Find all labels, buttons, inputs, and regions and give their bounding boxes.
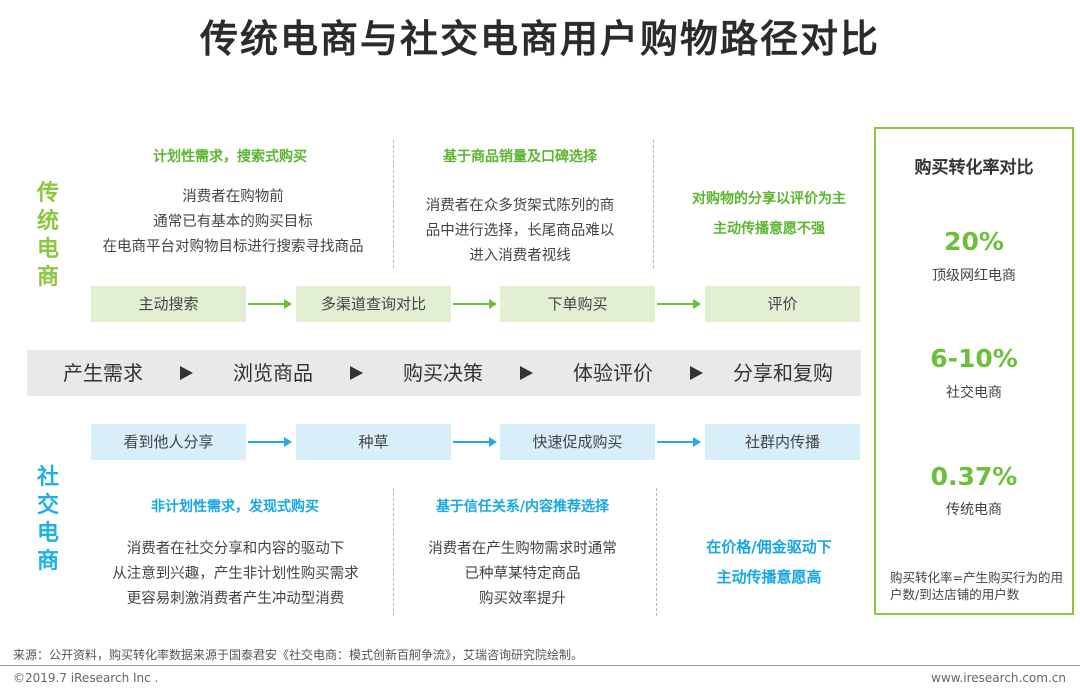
step-review: 评价 — [705, 286, 860, 322]
stage-share-repurchase: 分享和复购 — [733, 361, 833, 385]
stage-generate-need: 产生需求 — [63, 361, 143, 385]
copyright-text: ©2019.7 iResearch Inc . — [13, 671, 159, 685]
social-ecommerce-label: 社 交 电 商 — [36, 465, 59, 574]
rate-traditional-ecommerce-label: 传统电商 — [946, 502, 1002, 518]
social-col1-heading: 非计划性需求，发现式购买 — [151, 499, 319, 515]
arrow-icon — [657, 299, 701, 309]
footer-divider — [0, 665, 1080, 666]
traditional-col1-desc: 消费者在购物前 通常已有基本的购买目标 在电商平台对购物目标进行搜索寻找商品 — [102, 189, 364, 255]
step-place-order: 下单购买 — [500, 286, 655, 322]
step-community-spread: 社群内传播 — [705, 424, 860, 460]
step-see-others-share: 看到他人分享 — [91, 424, 246, 460]
shopping-stage-bar: 产生需求 浏览商品 购买决策 体验评价 分享和复购 — [27, 350, 861, 396]
social-divider-2 — [656, 488, 657, 616]
traditional-col2-desc: 消费者在众多货架式陈列的商 品中进行选择，长尾商品难以 进入消费者视线 — [425, 198, 615, 264]
rate-traditional-ecommerce: 0.37% — [930, 462, 1018, 491]
social-col2-desc: 消费者在产生购物需求时通常 已种草某特定商品 购买效率提升 — [428, 541, 617, 607]
traditional-col1-heading: 计划性需求，搜索式购买 — [153, 149, 307, 165]
rate-top-influencer: 20% — [944, 227, 1004, 256]
traditional-divider-1 — [393, 140, 394, 268]
social-col3-heading: 在价格/佣金驱动下 主动传播意愿高 — [706, 538, 832, 586]
social-col2-heading: 基于信任关系/内容推荐选择 — [435, 499, 610, 515]
traditional-col2-heading: 基于商品销量及口碑选择 — [443, 149, 597, 165]
conversion-rate-panel: 购买转化率对比 20% 顶级网红电商 6-10% 社交电商 0.37% 传统电商… — [874, 127, 1074, 615]
traditional-col3-heading: 对购物的分享以评价为主 主动传播意愿不强 — [692, 191, 846, 237]
social-divider-1 — [393, 488, 394, 616]
stage-browse-products: 浏览商品 — [233, 361, 313, 385]
page-title: 传统电商与社交电商用户购物路径对比 — [199, 17, 880, 61]
step-seeding: 种草 — [296, 424, 451, 460]
conversion-panel-title: 购买转化率对比 — [914, 158, 1034, 178]
social-col1-desc: 消费者在社交分享和内容的驱动下 从注意到兴趣，产生非计划性购买需求 更容易刺激消… — [112, 541, 359, 607]
source-note: 来源：公开资料，购买转化率数据来源于国泰君安《社交电商：模式创新百舸争流》，艾瑞… — [13, 648, 584, 662]
arrow-icon — [248, 299, 292, 309]
triangle-arrow-icon — [180, 366, 193, 380]
rate-top-influencer-label: 顶级网红电商 — [932, 268, 1016, 284]
stage-purchase-decision: 购买决策 — [403, 361, 483, 385]
triangle-arrow-icon — [350, 366, 363, 380]
conversion-definition-note: 购买转化率=产生购买行为的用户数/到达店铺的用户数 — [890, 570, 1063, 602]
arrow-icon — [248, 437, 292, 447]
arrow-icon — [453, 437, 497, 447]
arrow-icon — [453, 299, 497, 309]
step-active-search: 主动搜索 — [91, 286, 246, 322]
triangle-arrow-icon — [520, 366, 533, 380]
traditional-divider-2 — [653, 140, 654, 268]
arrow-icon — [657, 437, 701, 447]
rate-social-ecommerce: 6-10% — [930, 344, 1018, 373]
rate-social-ecommerce-label: 社交电商 — [946, 385, 1002, 401]
stage-experience-review: 体验评价 — [573, 361, 653, 385]
website-link[interactable]: www.iresearch.com.cn — [931, 671, 1066, 685]
triangle-arrow-icon — [690, 366, 703, 380]
traditional-ecommerce-label: 传 统 电 商 — [36, 181, 59, 290]
step-quick-purchase: 快速促成购买 — [500, 424, 655, 460]
step-multi-channel-compare: 多渠道查询对比 — [296, 286, 451, 322]
